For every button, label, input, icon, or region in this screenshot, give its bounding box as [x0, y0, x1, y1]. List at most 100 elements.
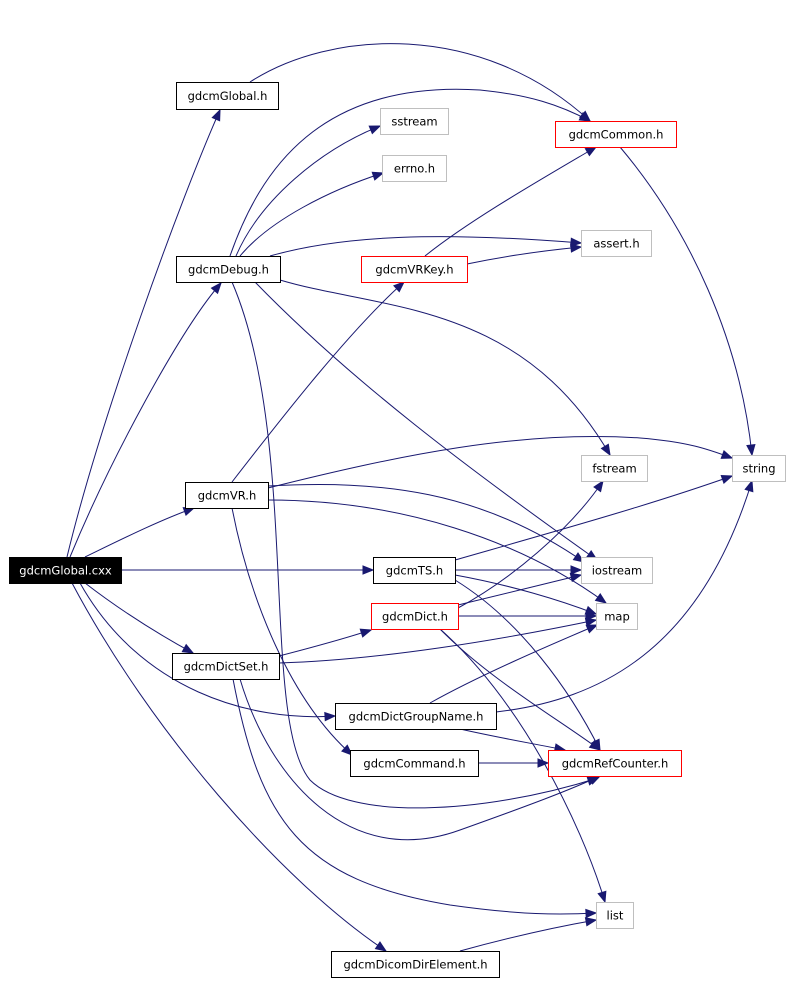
- edge-line: [231, 507, 353, 756]
- edge-vr-h-to-iostream: [267, 484, 586, 563]
- edge-arrowhead: [570, 237, 583, 247]
- edge-arrowhead: [393, 281, 405, 293]
- edge-arrowhead: [720, 475, 734, 484]
- edge-line: [439, 628, 601, 751]
- node-list[interactable]: list: [596, 902, 634, 929]
- edge-root-to-dictset-h: [84, 582, 195, 654]
- node-vrkey-h[interactable]: gdcmVRKey.h: [361, 256, 468, 283]
- edge-dictset-h-to-map: [278, 617, 598, 664]
- node-label: gdcmDict.h: [382, 610, 448, 624]
- node-fstream[interactable]: fstream: [581, 455, 648, 482]
- node-global-h[interactable]: gdcmGlobal.h: [176, 82, 279, 110]
- edge-line: [279, 279, 611, 456]
- edge-root-to-dicomdirelement-h: [71, 582, 388, 952]
- node-box: [361, 256, 468, 283]
- edge-line: [459, 919, 597, 952]
- node-box: [176, 82, 279, 110]
- node-root[interactable]: gdcmGlobal.cxx: [9, 557, 122, 584]
- edge-line: [267, 499, 607, 604]
- edge-arrowhead: [744, 479, 754, 493]
- edge-debug-h-to-errno-h: [239, 171, 385, 257]
- node-common-h[interactable]: gdcmCommon.h: [555, 121, 677, 148]
- node-dictset-h[interactable]: gdcmDictSet.h: [172, 653, 280, 680]
- node-label: gdcmCommand.h: [363, 757, 465, 771]
- node-box: [172, 653, 280, 680]
- edge-line: [71, 582, 387, 952]
- edge-ts-h-to-iostream: [455, 565, 583, 575]
- node-box: [732, 455, 786, 482]
- edges-layer: [66, 43, 756, 952]
- node-refcounter-h[interactable]: gdcmRefCounter.h: [548, 750, 682, 777]
- edge-vr-h-to-command-h: [231, 507, 353, 756]
- edge-arrowhead: [597, 890, 607, 904]
- node-box: [581, 455, 648, 482]
- node-dictgroupname-h[interactable]: gdcmDictGroupName.h: [335, 703, 497, 730]
- node-ts-h[interactable]: gdcmTS.h: [373, 557, 456, 584]
- edge-line: [239, 172, 384, 257]
- node-string[interactable]: string: [732, 455, 786, 482]
- edge-vrkey-h-to-common-h: [424, 146, 598, 257]
- edge-debug-h-to-common-h: [229, 88, 592, 257]
- edge-dict-h-to-iostream: [457, 572, 583, 606]
- node-label: string: [742, 462, 775, 476]
- edge-arrowhead: [359, 628, 373, 638]
- edge-line: [619, 146, 753, 456]
- edge-arrowhead: [585, 908, 598, 919]
- edge-line: [466, 246, 582, 265]
- edge-line: [457, 480, 604, 609]
- node-label: gdcmVR.h: [198, 489, 257, 503]
- node-label: gdcmDictSet.h: [184, 660, 269, 674]
- node-label: map: [604, 610, 630, 624]
- edge-ts-h-to-string: [454, 475, 734, 561]
- edge-line: [232, 678, 597, 915]
- node-box: [350, 750, 479, 777]
- edge-arrowhead: [720, 449, 734, 459]
- edge-arrowhead: [584, 617, 598, 627]
- node-sstream[interactable]: sstream: [380, 108, 449, 135]
- edge-arrowhead: [341, 744, 353, 756]
- edge-arrowhead: [374, 941, 388, 952]
- node-box: [176, 256, 281, 283]
- node-label: gdcmGlobal.h: [188, 89, 268, 103]
- edge-arrowhead: [593, 479, 604, 493]
- node-box: [382, 155, 447, 182]
- edge-root-to-vr-h: [84, 507, 196, 558]
- edge-arrowhead: [362, 565, 375, 575]
- node-label: gdcmVRKey.h: [375, 263, 453, 277]
- edge-arrowhead: [570, 243, 583, 253]
- edge-arrowhead: [371, 171, 385, 181]
- nodes-layer: gdcmGlobal.cxx gdcmGlobal.h gdcmDebug.h gdc…: [9, 82, 786, 978]
- edge-line: [278, 629, 372, 657]
- node-debug-h[interactable]: gdcmDebug.h: [176, 256, 281, 283]
- node-iostream[interactable]: iostream: [581, 557, 653, 584]
- node-label: gdcmTS.h: [386, 564, 443, 578]
- node-dict-h[interactable]: gdcmDict.h: [371, 603, 459, 630]
- node-box: [555, 121, 677, 148]
- node-map[interactable]: map: [596, 603, 638, 630]
- node-command-h[interactable]: gdcmCommand.h: [350, 750, 479, 777]
- node-vr-h[interactable]: gdcmVR.h: [185, 482, 269, 509]
- edge-arrowhead: [600, 443, 611, 457]
- edge-vr-h-to-map: [267, 499, 608, 604]
- edge-dictgroupname-h-to-map: [429, 624, 599, 704]
- node-label: gdcmCommon.h: [569, 128, 664, 142]
- edge-arrowhead: [368, 125, 382, 135]
- node-errno-h[interactable]: errno.h: [382, 155, 447, 182]
- edge-common-h-to-string: [619, 146, 756, 457]
- edge-arrowhead: [746, 444, 756, 457]
- edge-dicomdirelement-h-to-list: [459, 917, 598, 952]
- edge-arrowhead: [569, 572, 583, 583]
- node-dicomdirelement-h[interactable]: gdcmDicomDirElement.h: [331, 951, 500, 978]
- edge-line: [231, 281, 599, 809]
- edge-arrowhead: [324, 711, 337, 722]
- node-box: [581, 557, 653, 584]
- node-label: iostream: [592, 564, 643, 578]
- node-box: [331, 951, 500, 978]
- edge-arrowhead: [578, 111, 592, 122]
- edge-arrowhead: [585, 611, 598, 621]
- edge-dictset-h-to-list: [232, 678, 598, 919]
- node-assert-h[interactable]: assert.h: [581, 230, 652, 257]
- edge-debug-h-to-fstream: [279, 279, 611, 457]
- node-label: gdcmDebug.h: [188, 263, 269, 277]
